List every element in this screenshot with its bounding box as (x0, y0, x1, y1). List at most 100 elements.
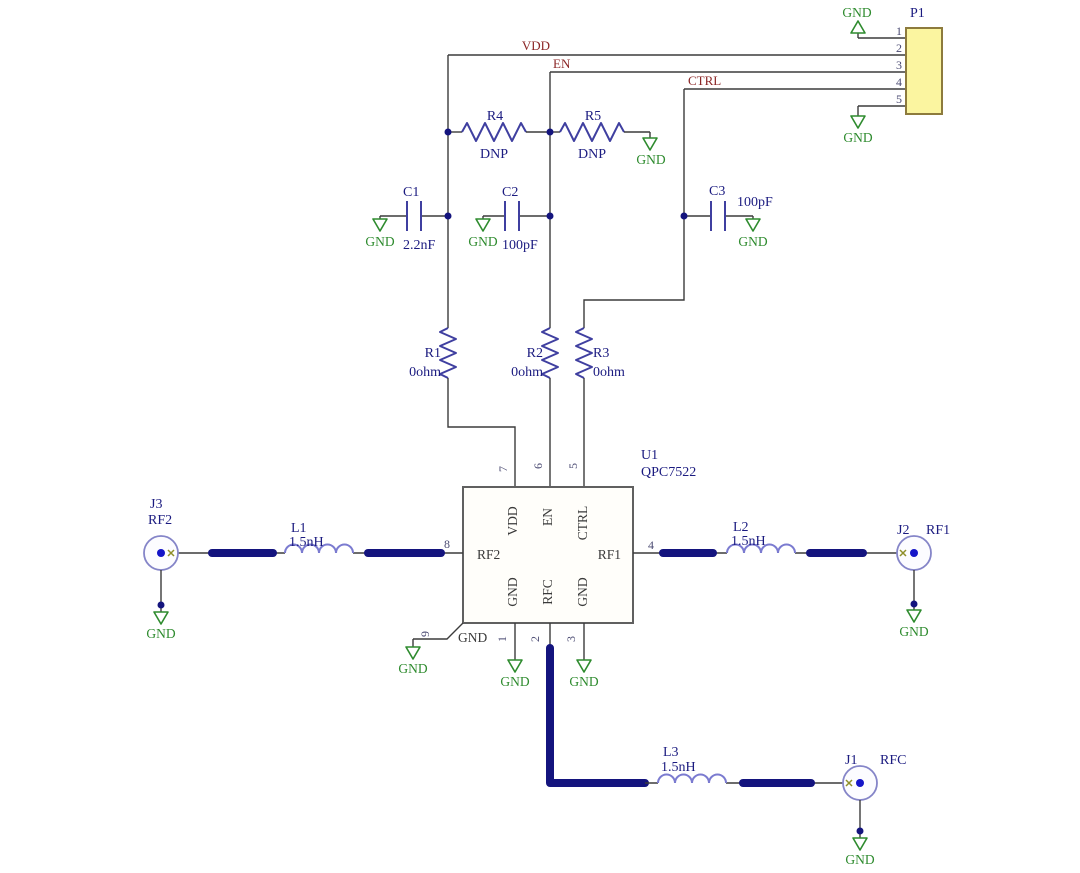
inductor-coil-icon (726, 543, 796, 554)
gnd-label: GND (146, 626, 175, 641)
j1-refdes: J1 (845, 753, 857, 768)
u1-pin-name-ctrl: CTRL (575, 506, 590, 541)
u1-refdes: U1 (641, 448, 658, 463)
p1-refdes: P1 (910, 6, 925, 21)
u1-pin6-number: 6 (531, 463, 545, 469)
connector-j3: J3 RF2 GND (143, 497, 179, 641)
u1-pin-name-rfc: RFC (540, 579, 555, 605)
resistor-zigzag-icon (541, 327, 559, 379)
p1-pin2-number: 2 (896, 41, 902, 55)
gnd-label: GND (500, 674, 529, 689)
gnd-symbol-j1: GND (845, 800, 875, 867)
r4-refdes: R4 (487, 109, 503, 124)
gnd-label: GND (636, 152, 665, 167)
c3-refdes: C3 (709, 184, 725, 199)
gnd-symbol-p1-bottom: GND (843, 106, 873, 145)
resistor-r4: R4 DNP (448, 109, 550, 162)
capacitor-c3: C3 100pF GND (684, 184, 773, 249)
l1-value: 1.5nH (289, 535, 324, 550)
u1-pin9-name-gnd: GND (458, 630, 487, 645)
j1-center-pin (856, 779, 864, 787)
u1-pin-name-rf2: RF2 (477, 547, 500, 562)
rf1-path: L2 1.5nH J2 RF1 GND (633, 520, 950, 639)
capacitor-plates-icon (504, 201, 520, 231)
u1-pin3-number: 3 (564, 636, 578, 642)
junction-dot (910, 600, 918, 608)
u1-pin1-number: 1 (495, 636, 509, 642)
r1-value: 0ohm (409, 365, 441, 380)
gnd-triangle-icon (372, 218, 388, 232)
resistor-zigzag-icon (439, 327, 457, 379)
p1-body (905, 27, 943, 115)
j3-refdes: J3 (150, 497, 162, 512)
gnd-triangle-icon (405, 646, 421, 660)
capacitor-c2: C2 100pF GND (468, 185, 550, 253)
gnd-triangle-icon (850, 20, 866, 34)
resistor-zigzag-icon (461, 122, 527, 142)
u1-pin1-gnd: GND (500, 623, 530, 689)
u1-pin2-number: 2 (528, 636, 542, 642)
gnd-symbol-c2: GND (468, 216, 498, 249)
gnd-symbol-r5: GND (636, 132, 666, 167)
resistor-zigzag-icon (575, 327, 593, 379)
ctrl-rail (583, 89, 685, 328)
l2-value: 1.5nH (731, 534, 766, 549)
j2-center-pin (910, 549, 918, 557)
j3-net-label: RF2 (148, 513, 172, 528)
gnd-triangle-icon (642, 137, 658, 151)
l2-refdes: L2 (733, 520, 749, 535)
gnd-triangle-icon (850, 115, 866, 129)
connector-j1: J1 RFC GND (842, 753, 906, 867)
inductor-l3: L3 1.5nH (657, 745, 727, 784)
junction-dot (444, 128, 452, 136)
gnd-label: GND (738, 234, 767, 249)
u1-pin4-number: 4 (648, 538, 654, 552)
j3-pin-mark-icon (167, 549, 175, 557)
gnd-label: GND (842, 5, 871, 20)
u1-pin8-number: 8 (444, 537, 450, 551)
p1-pin5-number: 5 (896, 92, 902, 106)
gnd-label: GND (468, 234, 497, 249)
gnd-triangle-icon (745, 218, 761, 232)
gnd-triangle-icon (153, 611, 169, 625)
capacitor-plates-icon (406, 201, 422, 231)
u1-pin7-number: 7 (496, 466, 510, 472)
r5-value: DNP (578, 147, 606, 162)
junction-dot (680, 212, 688, 220)
junction-dot (546, 128, 554, 136)
u1-body (462, 486, 634, 624)
capacitor-c1: C1 2.2nF GND (365, 185, 448, 253)
l3-value: 1.5nH (661, 760, 696, 775)
gnd-triangle-icon (507, 659, 523, 673)
gnd-triangle-icon (906, 609, 922, 623)
gnd-triangle-icon (852, 837, 868, 851)
en-net-label: EN (553, 56, 571, 71)
r1-refdes: R1 (425, 346, 441, 361)
gnd-triangle-icon (576, 659, 592, 673)
gnd-label: GND (899, 624, 928, 639)
inductor-l2: L2 1.5nH (726, 520, 796, 554)
j2-pin-mark-icon (899, 549, 907, 557)
gnd-symbol-c1: GND (365, 216, 395, 249)
c1-value: 2.2nF (403, 238, 436, 253)
u1-pin-name-gnd1: GND (505, 577, 520, 606)
gnd-label: GND (843, 130, 872, 145)
resistor-zigzag-icon (559, 122, 625, 142)
ctrl-net-label: CTRL (688, 73, 721, 88)
u1-pin-name-en: EN (540, 508, 555, 526)
l1-refdes: L1 (291, 521, 307, 536)
c2-value: 100pF (502, 238, 538, 253)
p1-pin1-number: 1 (896, 24, 902, 38)
r5-refdes: R5 (585, 109, 601, 124)
resistor-r2: R2 0ohm (511, 327, 559, 487)
gnd-label: GND (365, 234, 394, 249)
c2-refdes: C2 (502, 185, 518, 200)
junction-dot (856, 827, 864, 835)
junction-dot (444, 212, 452, 220)
j3-center-pin (157, 549, 165, 557)
u1-pin9-number: 9 (418, 631, 432, 637)
inductor-coil-icon (284, 543, 354, 554)
p1-pin3-number: 3 (896, 58, 902, 72)
j2-refdes: J2 (897, 523, 909, 538)
